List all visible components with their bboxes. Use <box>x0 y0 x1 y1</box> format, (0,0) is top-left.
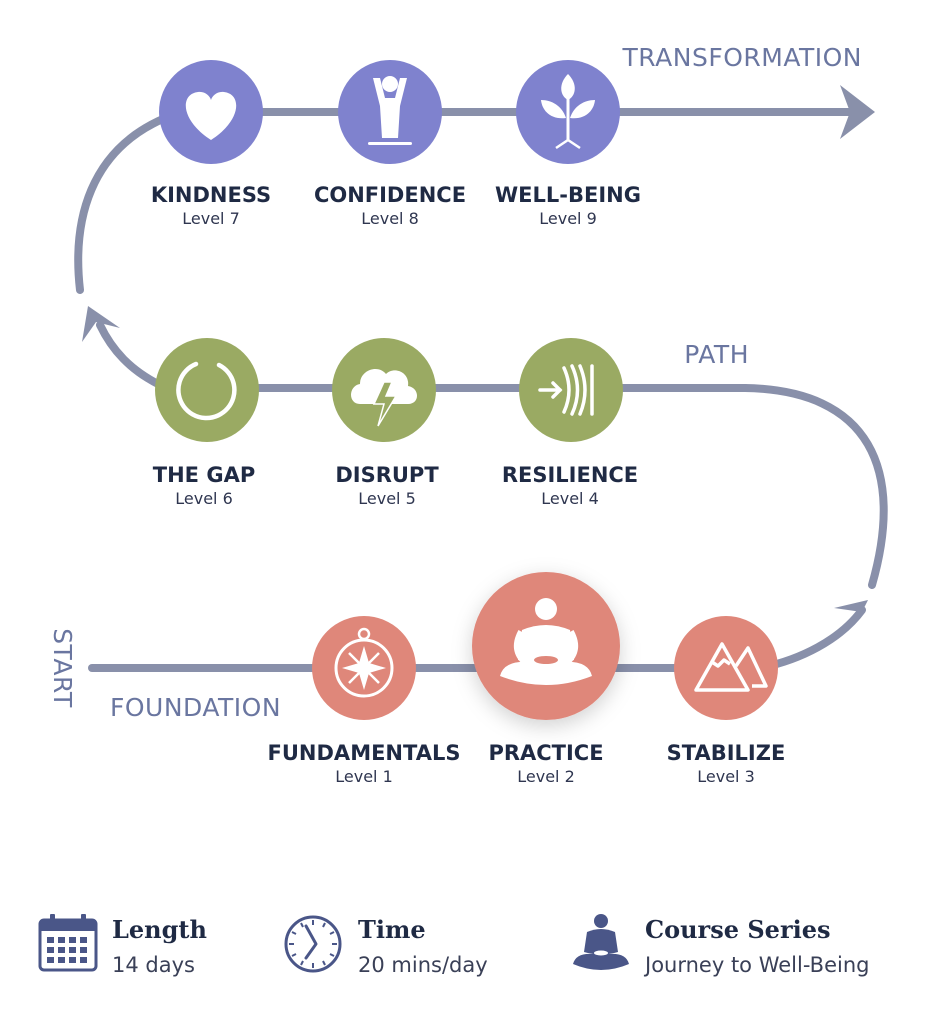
level-stabilize-circle <box>674 616 778 720</box>
level-kindness[interactable]: KINDNESS Level 7 <box>151 60 271 228</box>
phase-label-start: START <box>48 628 77 708</box>
level-disrupt[interactable]: DISRUPT Level 5 <box>332 338 439 508</box>
level-stabilize[interactable]: STABILIZE Level 3 <box>667 616 786 786</box>
arrowhead-transformation <box>840 85 875 139</box>
time-title: Time <box>358 915 426 944</box>
track-left-curve-lower <box>96 321 164 389</box>
level-confidence[interactable]: CONFIDENCE Level 8 <box>314 60 466 228</box>
sprout-icon <box>541 74 595 150</box>
length-title: Length <box>112 915 207 944</box>
track-path-curve <box>741 384 888 589</box>
arrowhead-path <box>834 600 868 632</box>
circle-gap-icon <box>176 361 237 421</box>
arrowhead-left <box>82 306 120 342</box>
level-title: THE GAP <box>153 463 255 487</box>
track-arrowheads <box>82 85 875 632</box>
level-the-gap-circle <box>155 338 259 442</box>
level-resilience[interactable]: RESILIENCE Level 4 <box>502 338 638 508</box>
series-value: Journey to Well-Being <box>643 953 869 977</box>
level-number: Level 6 <box>175 489 233 508</box>
level-the-gap[interactable]: THE GAP Level 6 <box>153 338 259 508</box>
time-value: 20 mins/day <box>358 953 488 977</box>
compass-icon <box>334 627 394 698</box>
storm-cloud-icon <box>351 369 417 427</box>
level-title: KINDNESS <box>151 183 271 207</box>
level-number: Level 1 <box>335 767 393 786</box>
raised-arms-icon <box>368 76 412 145</box>
level-practice[interactable]: PRACTICE Level 2 <box>472 572 620 786</box>
track-left-curve-upper <box>74 114 169 294</box>
level-number: Level 9 <box>539 209 597 228</box>
level-title: WELL-BEING <box>495 183 641 207</box>
phase-label-foundation: FOUNDATION <box>110 693 281 722</box>
level-title: RESILIENCE <box>502 463 638 487</box>
phase-label-path: PATH <box>684 340 749 369</box>
level-title: CONFIDENCE <box>314 183 466 207</box>
mountain-icon <box>694 642 768 692</box>
length-value: 14 days <box>112 953 195 977</box>
level-fundamentals[interactable]: FUNDAMENTALS Level 1 <box>268 616 461 786</box>
level-resilience-circle <box>519 338 623 442</box>
level-title: DISRUPT <box>335 463 439 487</box>
heart-icon <box>185 91 237 140</box>
resilience-icon <box>538 364 594 416</box>
clock-icon <box>284 915 342 973</box>
level-number: Level 2 <box>517 767 575 786</box>
footer-course-series: Course Series Journey to Well-Being <box>573 914 869 977</box>
level-number: Level 7 <box>182 209 240 228</box>
series-title: Course Series <box>645 915 830 944</box>
level-number: Level 3 <box>697 767 755 786</box>
footer-length: Length 14 days <box>38 914 207 977</box>
level-well-being[interactable]: WELL-BEING Level 9 <box>495 60 641 228</box>
calendar-icon <box>38 914 98 972</box>
level-number: Level 5 <box>358 489 416 508</box>
footer-time: Time 20 mins/day <box>284 915 488 977</box>
level-title: PRACTICE <box>488 741 603 765</box>
level-title: FUNDAMENTALS <box>268 741 461 765</box>
level-number: Level 8 <box>361 209 419 228</box>
meditation-icon <box>573 914 629 970</box>
meditation-icon <box>500 598 592 685</box>
phase-label-transformation: TRANSFORMATION <box>622 43 862 72</box>
level-number: Level 4 <box>541 489 599 508</box>
level-title: STABILIZE <box>667 741 786 765</box>
